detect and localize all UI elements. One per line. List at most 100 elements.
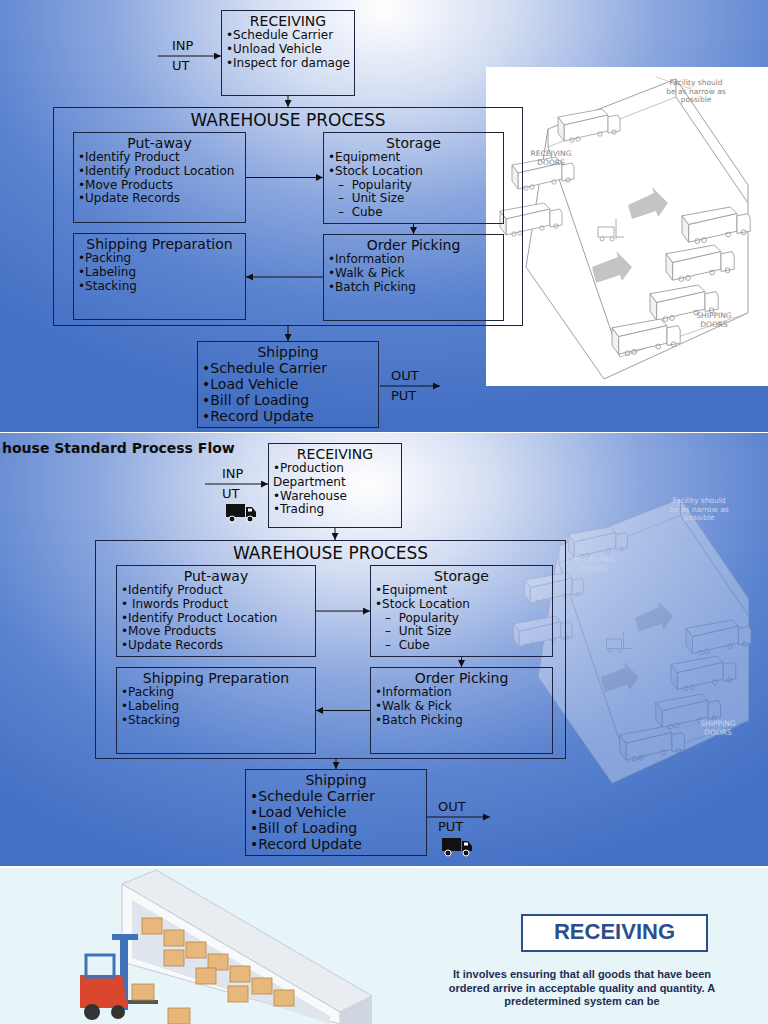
drawing-label: SHIPPING DOORS xyxy=(694,720,742,737)
bullet-item: •Bill of Loading xyxy=(202,392,374,408)
input-label: INP UT xyxy=(172,36,193,76)
flow-arrow xyxy=(288,326,289,341)
warehouse-layout-drawing xyxy=(500,77,750,379)
bullet-item: •Update Records xyxy=(78,192,241,206)
bullet-item: •Batch Picking xyxy=(328,281,499,295)
input-arrow xyxy=(205,484,268,485)
bullet-item: •Stacking xyxy=(121,714,311,728)
flow-arrow xyxy=(316,611,370,612)
drawing-note: Facility should be as narrow as possible xyxy=(668,497,730,523)
truck-unloading-illustration xyxy=(80,870,372,1024)
bullet-item: •Packing xyxy=(78,252,241,266)
process-box: Put-away•Identify Product•Identify Produ… xyxy=(73,132,246,223)
bullet-item: •Production Department xyxy=(273,462,397,490)
bullet-item: – Cube xyxy=(328,206,499,220)
output-label: OUT PUT xyxy=(438,797,466,837)
bullet-item: •Packing xyxy=(121,686,311,700)
bullet-item: •Information xyxy=(375,686,548,700)
truck-icon xyxy=(226,504,256,522)
box-heading: Put-away xyxy=(78,135,241,151)
flow-arrow xyxy=(288,96,289,107)
heading-box: RECEIVING xyxy=(521,914,708,952)
drawing-label: SHIPPING DOORS xyxy=(690,312,738,329)
bullet-item: •Update Records xyxy=(121,639,311,653)
group-box: WAREHOUSE PROCESSPut-away•Identify Produ… xyxy=(95,540,566,759)
bullet-item: •Equipment xyxy=(328,151,499,165)
output-arrow xyxy=(427,817,490,818)
bullet-item: •Identify Product Location xyxy=(121,612,311,626)
drawing-label: RECEIVING DOORS xyxy=(571,556,617,573)
box-heading: Put-away xyxy=(121,568,311,584)
bullet-item: – Unit Size xyxy=(328,192,499,206)
input-label: INP UT xyxy=(222,464,243,504)
process-box: RECEIVING•Production Department•Warehous… xyxy=(268,443,402,528)
box-heading: Storage xyxy=(375,568,548,584)
truck-icon xyxy=(442,838,472,856)
process-box: Shipping•Schedule Carrier•Load Vehicle•B… xyxy=(197,341,379,428)
process-box: Shipping Preparation•Packing•Labeling•St… xyxy=(116,667,316,754)
description-text: It involves ensuring that all goods that… xyxy=(442,968,722,1009)
box-heading: RECEIVING xyxy=(273,446,397,462)
bullet-item: •Schedule Carrier xyxy=(202,360,374,376)
panel-title: house Standard Process Flow xyxy=(2,440,235,456)
flow-arrow xyxy=(246,177,323,178)
box-heading: WAREHOUSE PROCESS xyxy=(58,110,518,130)
process-box: Storage•Equipment•Stock Location– Popula… xyxy=(323,132,504,224)
bullet-item: •Move Products xyxy=(78,179,241,193)
process-box: Storage•Equipment•Stock Location– Popula… xyxy=(370,565,553,657)
bullet-item: •Walk & Pick xyxy=(375,700,548,714)
bullet-item: •Inspect for damage xyxy=(226,57,350,71)
bullet-item: • Inwords Product xyxy=(121,598,311,612)
process-box: Put-away•Identify Product• Inwords Produ… xyxy=(116,565,316,657)
bullet-item: •Labeling xyxy=(121,700,311,714)
bullet-item: •Batch Picking xyxy=(375,714,548,728)
flow-arrow xyxy=(336,759,337,769)
process-box: RECEIVING•Schedule Carrier•Unload Vehicl… xyxy=(221,10,355,96)
bullet-item: •Identify Product Location xyxy=(78,165,241,179)
bullet-item: – Popularity xyxy=(375,612,548,626)
panel-divider xyxy=(0,866,768,868)
flow-arrow xyxy=(335,528,336,540)
process-box: Order Picking•Information•Walk & Pick•Ba… xyxy=(370,667,553,754)
bullet-item: •Information xyxy=(328,253,499,267)
bullet-item: •Record Update xyxy=(202,408,374,424)
input-arrow xyxy=(158,56,221,57)
box-heading: RECEIVING xyxy=(529,920,700,944)
box-heading: Order Picking xyxy=(328,237,499,253)
box-heading: WAREHOUSE PROCESS xyxy=(100,543,561,563)
box-heading: Shipping xyxy=(250,772,422,788)
box-heading: RECEIVING xyxy=(226,13,350,29)
group-box: WAREHOUSE PROCESSPut-away•Identify Produ… xyxy=(53,107,523,326)
bullet-item: – Cube xyxy=(375,639,548,653)
bullet-item: •Bill of Loading xyxy=(250,820,422,836)
bullet-item: •Stock Location xyxy=(375,598,548,612)
bullet-item: •Load Vehicle xyxy=(202,376,374,392)
bullet-item: •Labeling xyxy=(78,266,241,280)
bullet-item: •Trading xyxy=(273,503,397,517)
process-box: Shipping Preparation•Packing•Labeling•St… xyxy=(73,233,246,320)
process-box: Shipping•Schedule Carrier•Load Vehicle•B… xyxy=(245,769,427,856)
bullet-item: •Walk & Pick xyxy=(328,267,499,281)
flow-arrow xyxy=(413,224,414,234)
bullet-item: •Load Vehicle xyxy=(250,804,422,820)
bullet-item: •Warehouse xyxy=(273,490,397,504)
flow-arrow xyxy=(246,277,323,278)
box-heading: Shipping xyxy=(202,344,374,360)
bullet-item: •Schedule Carrier xyxy=(226,29,350,43)
drawing-label: RECEIVING DOORS xyxy=(527,150,575,167)
bullet-item: •Stacking xyxy=(78,280,241,294)
bullet-item: •Schedule Carrier xyxy=(250,788,422,804)
drawing-note: Facility should be as narrow as possible xyxy=(664,79,728,105)
flow-arrow xyxy=(316,710,370,711)
bullet-item: – Popularity xyxy=(328,179,499,193)
box-heading: Shipping Preparation xyxy=(78,236,241,252)
box-heading: Shipping Preparation xyxy=(121,670,311,686)
bullet-item: •Unload Vehicle xyxy=(226,43,350,57)
process-box: Order Picking•Information•Walk & Pick•Ba… xyxy=(323,234,504,321)
box-heading: Order Picking xyxy=(375,670,548,686)
illustration-panel xyxy=(486,67,768,386)
box-heading: Storage xyxy=(328,135,499,151)
flow-arrow xyxy=(461,657,462,667)
bullet-item: •Record Update xyxy=(250,836,422,852)
bullet-item: •Stock Location xyxy=(328,165,499,179)
